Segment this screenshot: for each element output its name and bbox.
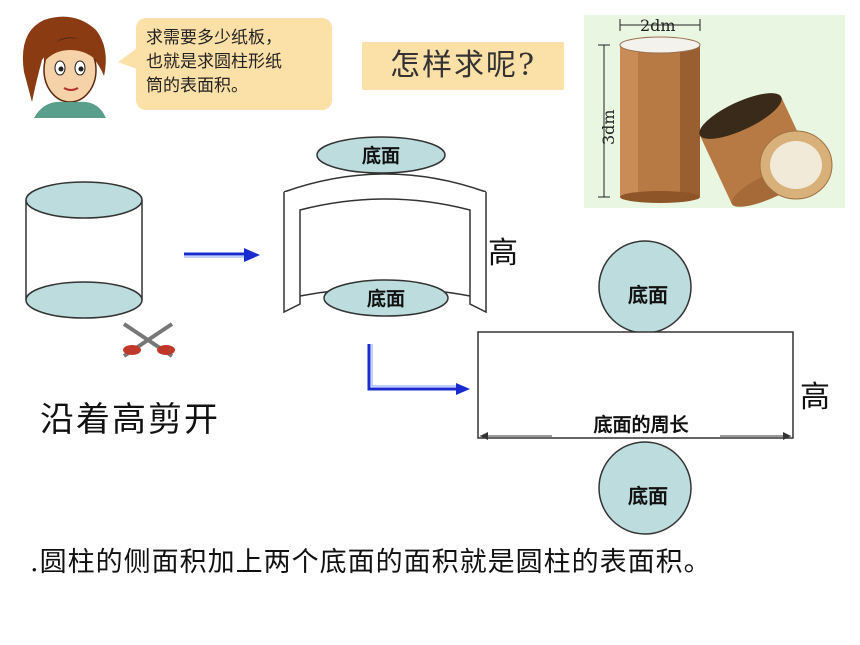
- closed-cylinder: [25, 181, 143, 319]
- net-bottom-circle: [598, 441, 692, 535]
- question-banner: 怎样求呢?: [362, 42, 564, 90]
- diameter-label: 2dm: [640, 16, 676, 35]
- teacher-avatar: [22, 16, 106, 118]
- lateral-rectangle: [477, 331, 794, 439]
- speech-line-3: 筒的表面积。: [146, 76, 248, 96]
- arrow-to-open-cylinder: [184, 248, 260, 262]
- bottom-base-shape: [323, 279, 449, 317]
- top-base-label: 底面: [362, 144, 400, 167]
- circumference-label: 底面的周长: [593, 413, 689, 436]
- scissors-icon: [122, 322, 175, 358]
- arrow-to-net: [367, 344, 470, 395]
- top-base-shape: [316, 136, 446, 174]
- height-label-open-cylinder: 高: [488, 236, 518, 271]
- bottom-base-label: 底面: [367, 287, 405, 310]
- speech-bubble: 求需要多少纸板， 也就是求圆柱形纸 筒的表面积。: [136, 18, 332, 110]
- circumference-dimension-line: [480, 432, 791, 440]
- speech-line-2: 也就是求圆柱形纸: [146, 52, 282, 72]
- height-label-net: 高: [800, 380, 830, 415]
- net-top-label: 底面: [628, 283, 668, 307]
- speech-line-1: 求需要多少纸板，: [146, 28, 282, 48]
- speech-bubble-tail: [118, 46, 140, 70]
- conclusion-text: .圆柱的侧面积加上两个底面的面积就是圆柱的表面积。: [30, 547, 712, 578]
- net-bottom-label: 底面: [628, 484, 668, 508]
- cut-caption: 沿着高剪开: [40, 400, 220, 440]
- height-label: 3dm: [599, 109, 618, 145]
- paper-tube-photo: 2dm 3dm: [584, 15, 845, 208]
